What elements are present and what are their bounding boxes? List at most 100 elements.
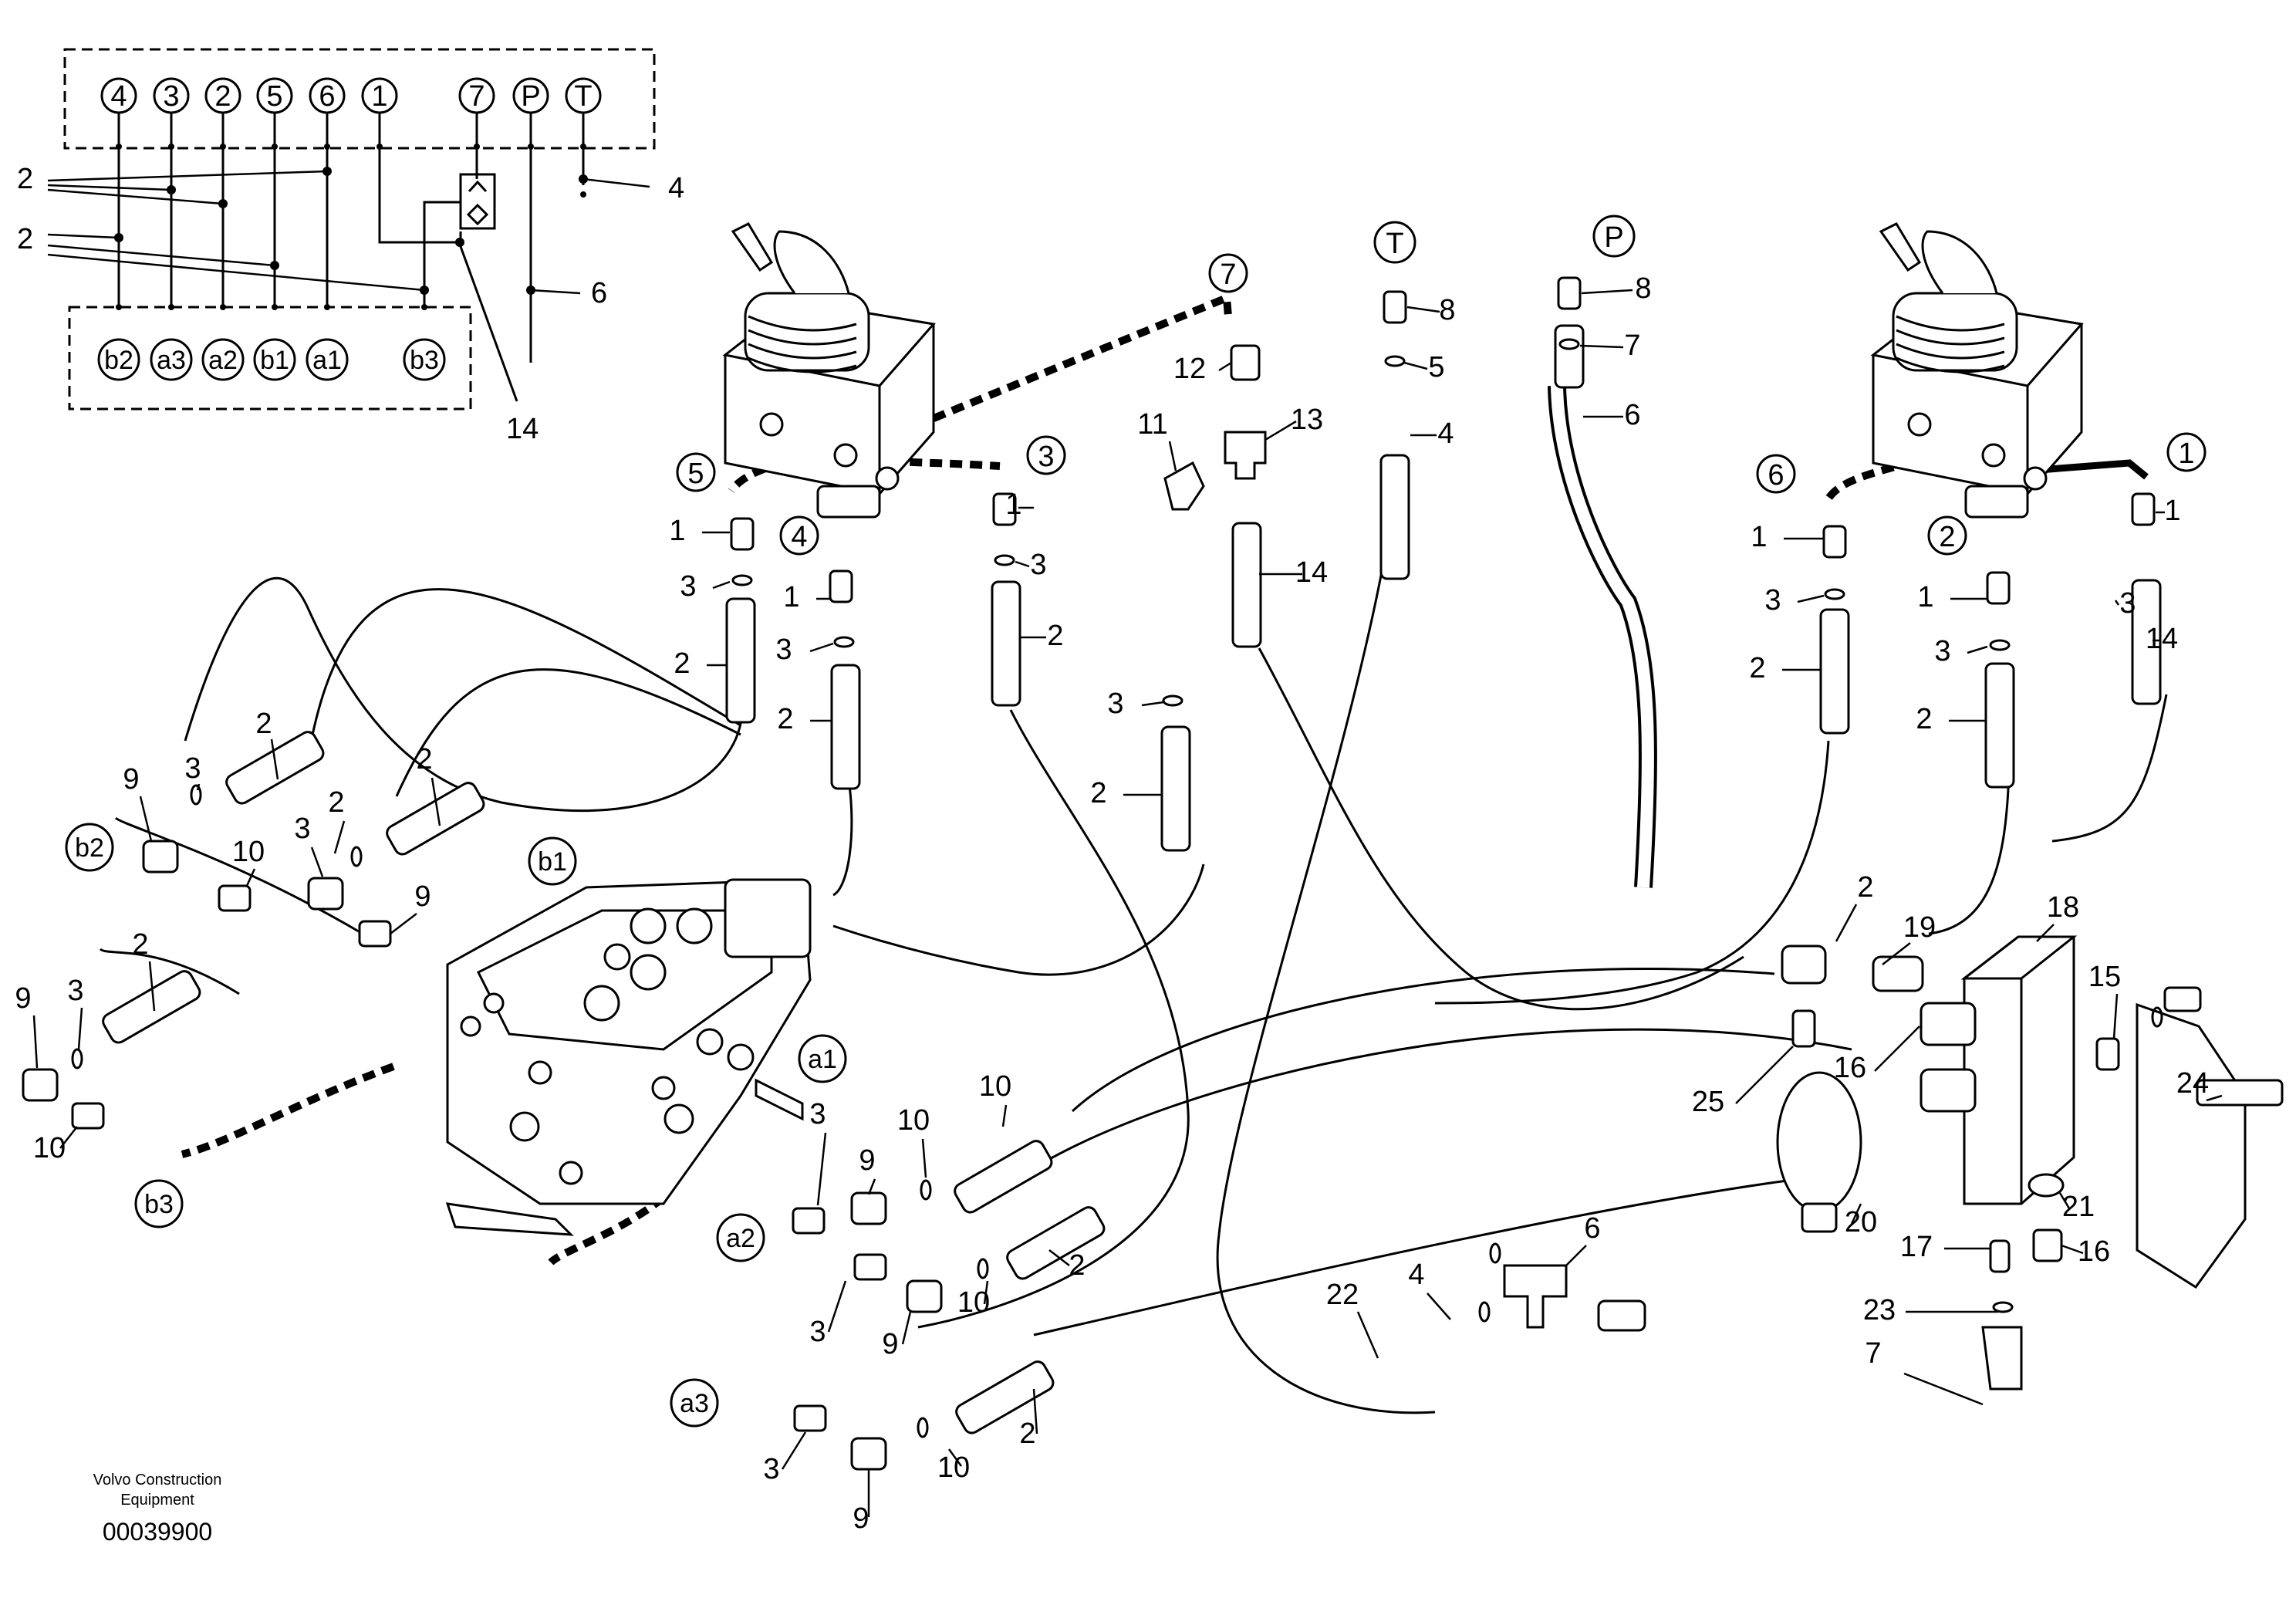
callout-leader — [2058, 1192, 2071, 1209]
callout-6: 6 — [1565, 1212, 1601, 1266]
callout-2: 2 — [416, 743, 441, 826]
callout-1: 1 — [783, 581, 830, 613]
callout-number: 9 — [414, 880, 430, 913]
port-circle-1: 1 — [2166, 432, 2207, 472]
callout-leader — [2114, 600, 2120, 606]
callout-3: 3 — [775, 634, 834, 666]
callout-number: 3 — [763, 1453, 779, 1485]
schematic-diagram — [47, 48, 656, 411]
callout-3: 3 — [1934, 635, 1988, 667]
callout-leader — [1579, 344, 1624, 349]
svg-text:P: P — [521, 80, 540, 113]
schematic-bottom-box — [68, 306, 472, 411]
callout-number: 20 — [1845, 1206, 1877, 1238]
svg-text:b2: b2 — [104, 346, 133, 375]
callout-number: 3 — [775, 634, 792, 666]
callout-leader — [867, 1178, 876, 1195]
callout-23: 23 — [1863, 1294, 1998, 1326]
callout-number: 3 — [809, 1316, 826, 1348]
callout-leader — [947, 1448, 963, 1467]
callout-number: 4 — [1437, 417, 1454, 450]
callout-leader — [139, 796, 153, 842]
callout-9: 9 — [853, 1469, 870, 1535]
callout-number: 2 — [416, 743, 432, 776]
svg-text:b3: b3 — [410, 346, 439, 375]
callout-number: 2 — [1916, 703, 1932, 735]
callout-leader — [1001, 1104, 1008, 1127]
callout-number: 2 — [1090, 777, 1106, 809]
bottom-port-b1: b1 — [253, 338, 296, 381]
callout-number: 5 — [1428, 351, 1444, 384]
callout-number: 25 — [1692, 1086, 1724, 1118]
callout-number: 9 — [853, 1502, 869, 1535]
callout-number: 12 — [1173, 353, 1206, 385]
callout-number: 18 — [2047, 891, 2079, 924]
callout-1: 1 — [1751, 521, 1824, 553]
callout-leader — [983, 1280, 989, 1305]
svg-text:a1: a1 — [808, 1045, 837, 1074]
svg-text:4: 4 — [110, 80, 127, 113]
callout-number: 6 — [1624, 399, 1640, 431]
callout-number: 15 — [2088, 961, 2121, 993]
callout-3: 3 — [680, 570, 731, 603]
svg-text:b3: b3 — [144, 1190, 174, 1219]
callout-number: 22 — [1326, 1279, 1359, 1311]
callout-number: 3 — [294, 813, 310, 845]
top-port-3: 3 — [153, 77, 190, 114]
callout-leader — [1032, 1388, 1038, 1434]
port-circle-a2: a2 — [716, 1213, 765, 1262]
port-circle-7: 7 — [1208, 253, 1248, 293]
callout-number: 1 — [1751, 521, 1767, 553]
svg-text:b1: b1 — [260, 346, 289, 375]
callout-leader — [1015, 560, 1030, 568]
callout-leader — [712, 580, 731, 590]
port-circle-2: 2 — [1927, 515, 1967, 556]
callout-3: 3 — [184, 752, 201, 791]
port-circle-3: 3 — [1026, 435, 1066, 475]
top-port-2: 2 — [204, 77, 241, 114]
callout-number: 1 — [1005, 488, 1021, 521]
svg-text:P: P — [1604, 221, 1623, 254]
callout-number: 3 — [680, 570, 696, 603]
callout-3: 3 — [809, 1098, 827, 1206]
bottom-port-a3: a3 — [150, 338, 193, 381]
callout-number: 19 — [1903, 911, 1936, 944]
callout-leader — [333, 820, 346, 854]
callout-4: 4 — [1410, 417, 1454, 450]
callout-leader — [1903, 1372, 1984, 1406]
svg-text:1: 1 — [371, 80, 387, 113]
callout-10: 10 — [232, 836, 265, 887]
callout-leader — [1427, 1293, 1451, 1320]
callout-leader — [1874, 1026, 1920, 1072]
part-callouts: 1111113333333222222121311141485487622391… — [15, 272, 2223, 1535]
callout-leader — [1850, 1203, 1862, 1225]
callout-number: 3 — [1764, 584, 1781, 617]
callout-8: 8 — [1581, 272, 1652, 305]
callout-leader — [1581, 289, 1633, 295]
callout-1: 1 — [1005, 488, 1034, 521]
top-port-4: 4 — [100, 77, 137, 114]
callout-number: 3 — [2119, 587, 2136, 620]
callout-leader — [148, 961, 156, 1012]
callout-1: 1 — [669, 515, 730, 547]
callout-16: 16 — [2061, 1235, 2110, 1268]
bottom-port-a1: a1 — [306, 338, 349, 381]
callout-leader — [2112, 993, 2119, 1039]
callout-leader — [1967, 645, 1988, 654]
port-circle-4: 4 — [779, 515, 819, 556]
svg-text:T: T — [1386, 228, 1403, 260]
port-circle-b1: b1 — [528, 836, 577, 886]
callout-leader — [1882, 942, 1911, 965]
callout-2: 2 — [777, 703, 832, 735]
callout-number: 1 — [2164, 495, 2180, 527]
callout-number: 16 — [1834, 1052, 1866, 1084]
callout-number: 1 — [1917, 581, 1933, 613]
svg-text:2: 2 — [214, 80, 231, 113]
callout-leader — [921, 1138, 927, 1178]
callout-number: 10 — [897, 1104, 930, 1137]
svg-text:a3: a3 — [680, 1389, 709, 1418]
company-name-line2: Equipment — [120, 1492, 194, 1509]
bottom-port-b2: b2 — [97, 338, 140, 381]
callout-9: 9 — [15, 982, 39, 1069]
callout-3: 3 — [809, 1280, 847, 1348]
